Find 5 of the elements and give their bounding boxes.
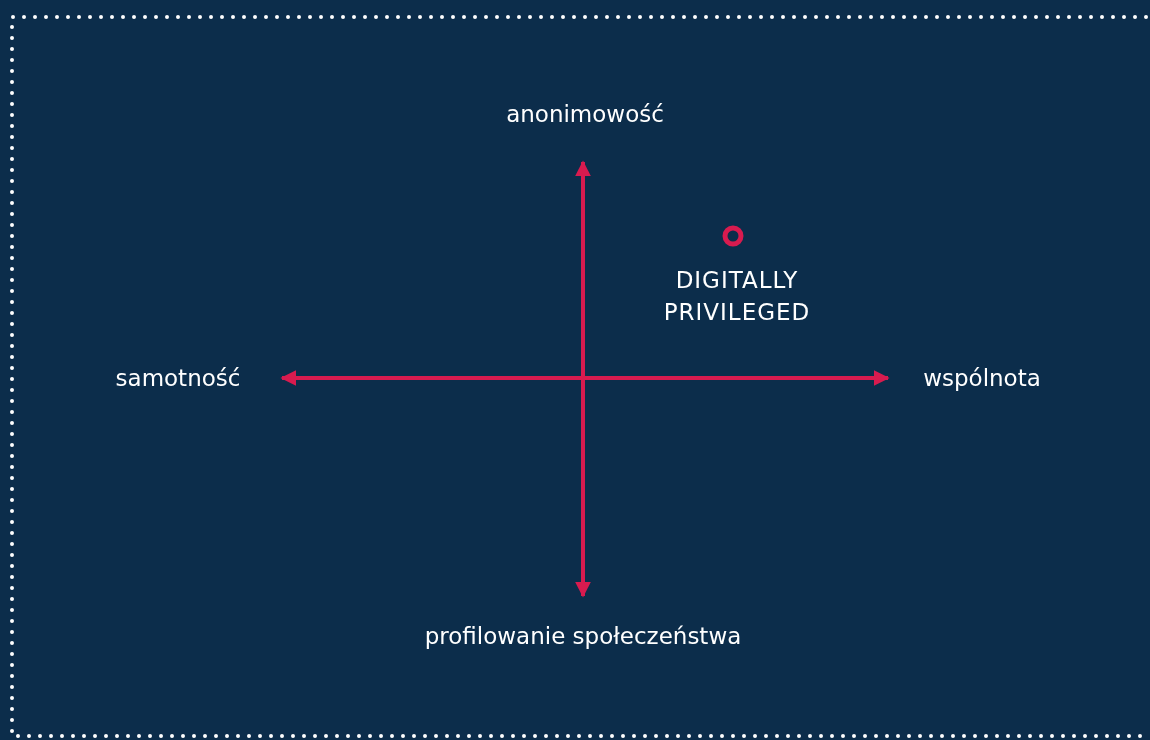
axis-label: profilowanie społeczeństwa [424, 623, 742, 649]
point-label: DIGITALLY PRIVILEGED [662, 266, 812, 327]
axis-label: wspólnota [923, 365, 1041, 391]
axis-label: anonimowość [506, 101, 664, 127]
axis-label: samotność [115, 365, 241, 391]
